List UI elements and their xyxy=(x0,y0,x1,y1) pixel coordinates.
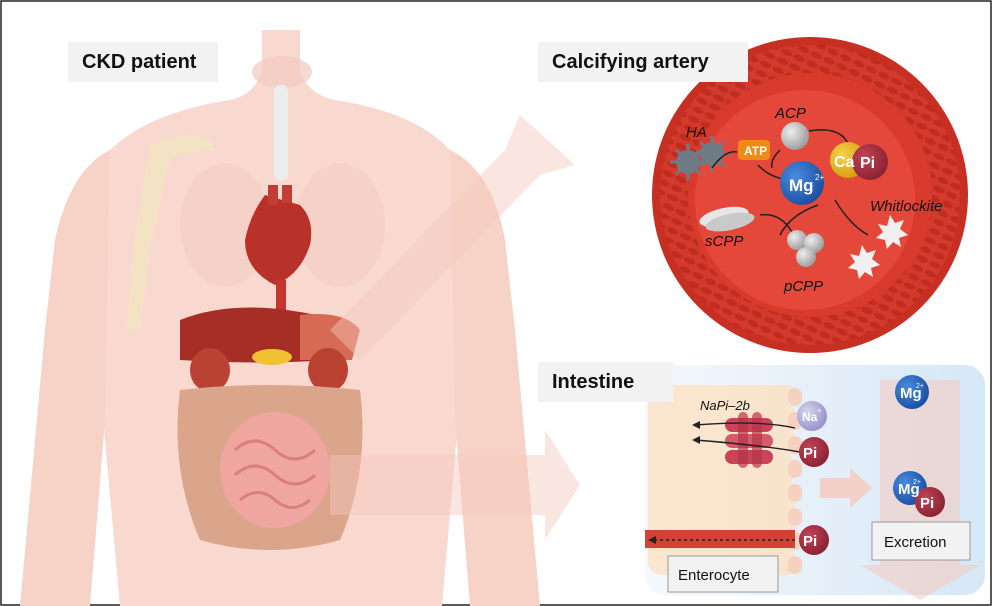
enterocyte-label: Enterocyte xyxy=(678,567,750,584)
atp-label: ATP xyxy=(744,144,767,158)
mg-label: Mg xyxy=(789,176,814,195)
mg-complex-charge: 2+ xyxy=(913,479,921,486)
napi2b-transporter xyxy=(725,412,773,468)
whitlockite-label: Whitlockite xyxy=(870,198,943,215)
acp-label: ACP xyxy=(774,105,806,122)
na-charge: + xyxy=(817,406,822,415)
pi-complex-label: Pi xyxy=(920,495,934,512)
scpp-label: sCPP xyxy=(705,233,743,250)
na-label: Na xyxy=(802,410,818,424)
pi-upper-label: Pi xyxy=(803,445,817,462)
intestine-label: Intestine xyxy=(552,371,634,393)
ha-label: HA xyxy=(686,124,707,141)
patient-label: CKD patient xyxy=(82,51,197,73)
excretion-label: Excretion xyxy=(884,534,947,551)
artery-label: Calcifying artery xyxy=(552,51,710,73)
pi-label-artery: Pi xyxy=(860,155,875,172)
acp-particle xyxy=(781,122,809,150)
ca-label: Ca xyxy=(834,154,855,171)
napi2b-label: NaPi–2b xyxy=(700,398,750,413)
pcpp-label: pCPP xyxy=(783,278,823,295)
mg-lumen-charge: 2+ xyxy=(916,383,924,390)
pi-lower-label: Pi xyxy=(803,533,817,550)
mg-charge: 2+ xyxy=(815,173,824,182)
